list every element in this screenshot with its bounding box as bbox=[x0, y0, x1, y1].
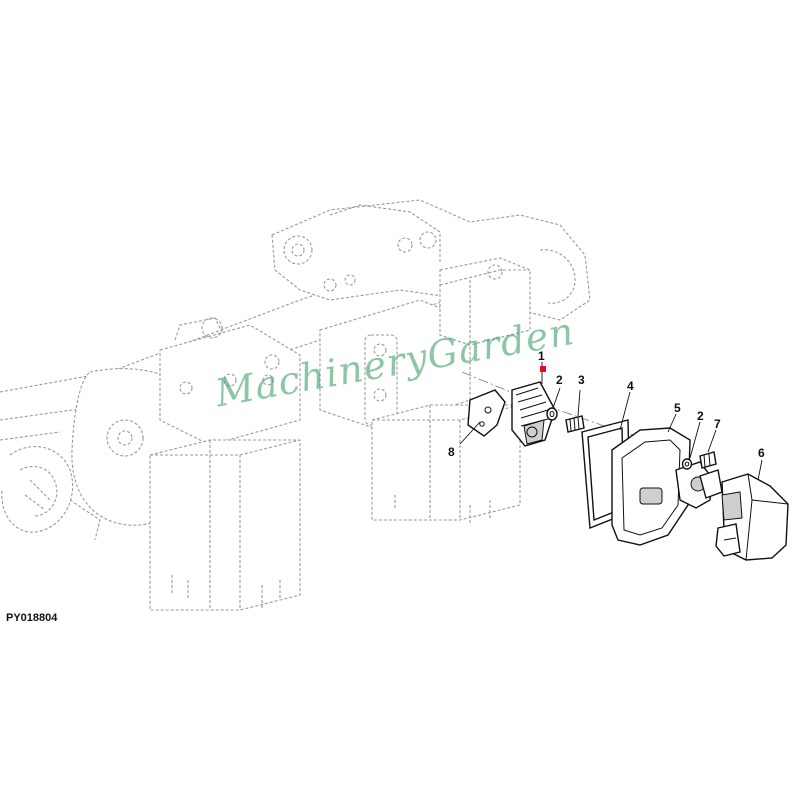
callout-part-6: 6 bbox=[758, 446, 765, 460]
callout-part-4: 4 bbox=[627, 379, 634, 393]
callout-part-2-left: 2 bbox=[556, 373, 563, 387]
axle-housing-outline bbox=[0, 199, 591, 611]
part-7-bolt bbox=[699, 451, 717, 469]
part-2-washer-right bbox=[681, 458, 693, 470]
callout-leaders bbox=[459, 362, 763, 481]
part-3-cap-screw bbox=[565, 415, 585, 433]
part-2-washer-left bbox=[546, 407, 558, 421]
part-6-protective-cover bbox=[715, 473, 789, 561]
callout-part-8: 8 bbox=[448, 445, 455, 459]
highlight-marker bbox=[540, 366, 546, 372]
callout-part-5: 5 bbox=[674, 401, 681, 415]
part-5-cover-housing bbox=[611, 427, 723, 546]
callout-part-7: 7 bbox=[714, 417, 721, 431]
callout-part-1: 1 bbox=[538, 349, 545, 363]
callout-part-2-right: 2 bbox=[697, 409, 704, 423]
callout-part-3: 3 bbox=[578, 373, 585, 387]
part-1-sector-gear bbox=[511, 381, 556, 447]
figure-identifier: PY018804 bbox=[6, 612, 58, 624]
